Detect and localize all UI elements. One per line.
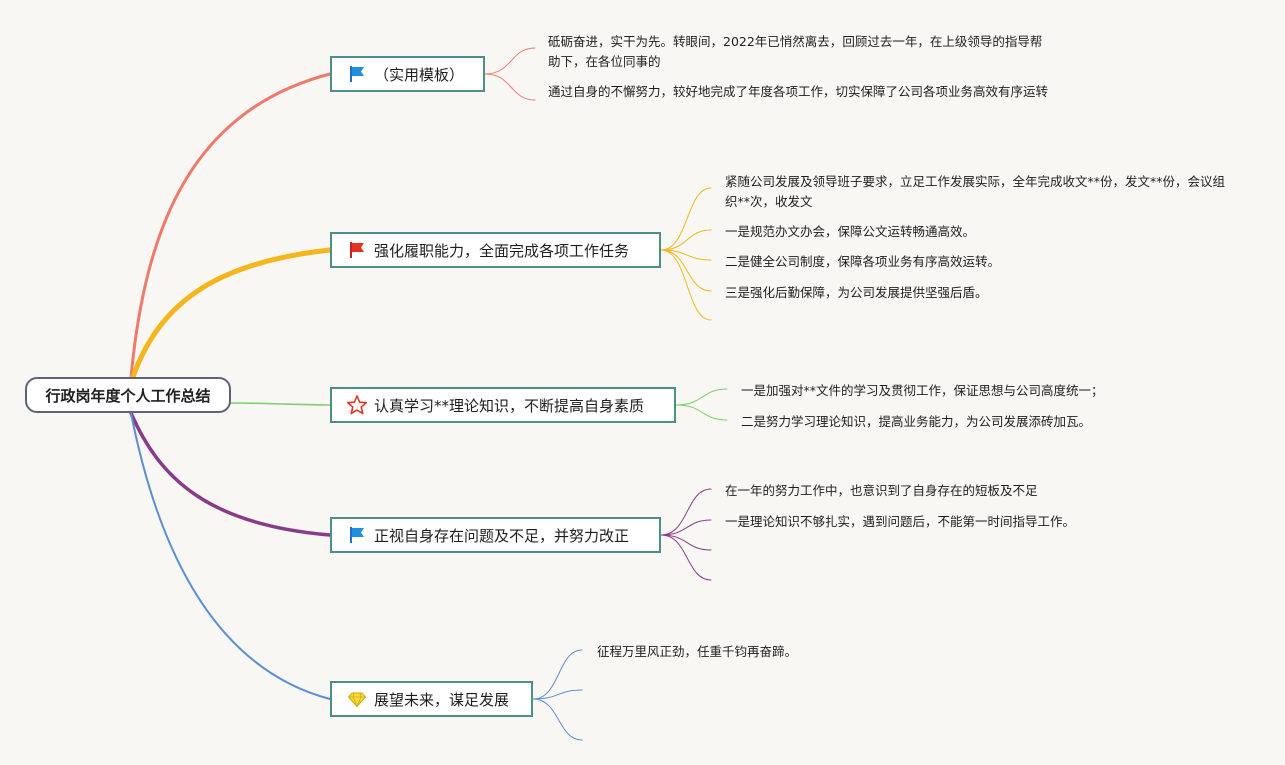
red-flag-icon xyxy=(346,239,368,261)
branch-topic-template[interactable]: （实用模板） xyxy=(330,56,485,92)
leaf-connector xyxy=(532,698,583,741)
leaf-connector xyxy=(660,187,712,251)
branch-connector xyxy=(130,412,331,700)
leaf-note[interactable]: 通过自身的不懈努力，较好地完成了年度各项工作，切实保障了公司各项业务高效有序运转 xyxy=(548,84,1049,99)
leaf-connector xyxy=(660,488,712,536)
leaf-note[interactable]: 二是努力学习理论知识，提高业务能力，为公司发展添砖加瓦。 xyxy=(741,414,1092,429)
leaf-note[interactable]: 一是加强对**文件的学习及贯彻工作，保证思想与公司高度统一； xyxy=(741,383,1104,398)
branch-connector xyxy=(230,402,331,406)
leaf-connector xyxy=(660,534,712,551)
branch-topic-outlook[interactable]: 展望未来，谋足发展 xyxy=(330,681,533,717)
leaf-connector xyxy=(675,404,728,421)
leaf-note[interactable]: 紧随公司发展及领导班子要求，立足工作发展实际，全年完成收文**份，发文**份，会… xyxy=(725,174,1226,209)
leaf-connector xyxy=(660,249,712,321)
branch-topic-label: 正视自身存在问题及不足，并努力改正 xyxy=(374,526,630,545)
leaf-connector xyxy=(660,229,712,251)
leaf-note[interactable]: 在一年的努力工作中，也意识到了自身存在的短板及不足 xyxy=(725,483,1038,498)
star-icon xyxy=(346,394,368,416)
leaf-connector xyxy=(484,73,536,101)
branch-connector xyxy=(130,247,333,380)
branch-topic-label: （实用模板） xyxy=(374,65,465,84)
leaf-note[interactable]: 砥砺奋进，实干为先。转眼间，2022年已悄然离去，回顾过去一年，在上级领导的指导… xyxy=(548,34,1043,69)
leaf-note[interactable]: 三是强化后勤保障，为公司发展提供坚强后盾。 xyxy=(725,285,988,300)
branch-connector xyxy=(129,72,332,379)
branch-topic-label: 认真学习**理论知识，不断提高自身素质 xyxy=(374,396,645,415)
leaf-connector xyxy=(660,249,712,292)
root-topic-label: 行政岗年度个人工作总结 xyxy=(45,386,211,405)
leaf-note[interactable]: 征程万里风正劲，任重千钧再奋蹄。 xyxy=(597,644,798,659)
branch-connector xyxy=(129,411,332,537)
leaf-connector xyxy=(660,534,712,581)
branch-topic-problems[interactable]: 正视自身存在问题及不足，并努力改正 xyxy=(330,517,661,553)
leaf-note[interactable]: 二是健全公司制度，保障各项业务有序高效运转。 xyxy=(725,254,1001,269)
branch-topic-label: 展望未来，谋足发展 xyxy=(374,690,510,709)
branch-topic-study[interactable]: 认真学习**理论知识，不断提高自身素质 xyxy=(330,387,676,423)
leaf-connector xyxy=(675,388,728,406)
leaf-connector xyxy=(532,649,583,700)
branch-topic-duty[interactable]: 强化履职能力，全面完成各项工作任务 xyxy=(330,232,661,268)
leaf-connector xyxy=(532,689,583,700)
leaf-connector xyxy=(660,519,712,536)
blue-flag-icon xyxy=(346,524,368,546)
diamond-icon xyxy=(346,688,368,710)
branch-topic-label: 强化履职能力，全面完成各项工作任务 xyxy=(374,241,630,260)
leaf-note[interactable]: 一是规范办文办会，保障公文运转畅通高效。 xyxy=(725,224,976,239)
leaf-connector xyxy=(484,47,536,75)
blue-flag-icon xyxy=(346,63,368,85)
root-topic[interactable]: 行政岗年度个人工作总结 xyxy=(25,377,231,413)
leaf-note[interactable]: 一是理论知识不够扎实，遇到问题后，不能第一时间指导工作。 xyxy=(725,514,1076,529)
